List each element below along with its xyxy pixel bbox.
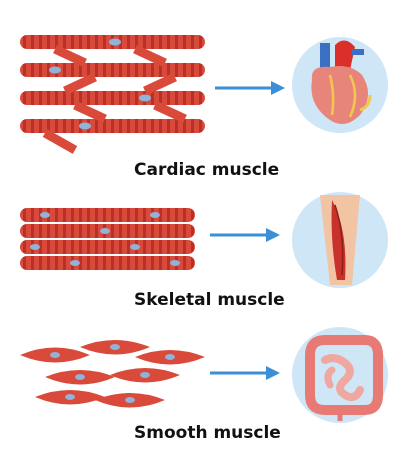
smooth-section: Smooth muscle — [0, 325, 408, 469]
cardiac-label: Cardiac muscle — [134, 160, 280, 180]
smooth-label: Smooth muscle — [134, 423, 281, 443]
arrow-right-icon — [215, 81, 285, 95]
intestine-icon — [292, 327, 388, 423]
heart-icon — [292, 37, 388, 133]
cardiac-section: Cardiac muscle — [0, 0, 408, 185]
skeletal-label: Skeletal muscle — [134, 290, 285, 310]
leg-muscle-icon — [292, 192, 388, 288]
cardiac-fibers-illustration — [20, 35, 205, 154]
arrow-right-icon — [210, 228, 280, 242]
skeletal-fibers-illustration — [20, 208, 195, 270]
skeletal-section: Skeletal muscle — [0, 185, 408, 325]
arrow-right-icon — [210, 366, 280, 380]
smooth-fibers-illustration — [20, 340, 205, 408]
